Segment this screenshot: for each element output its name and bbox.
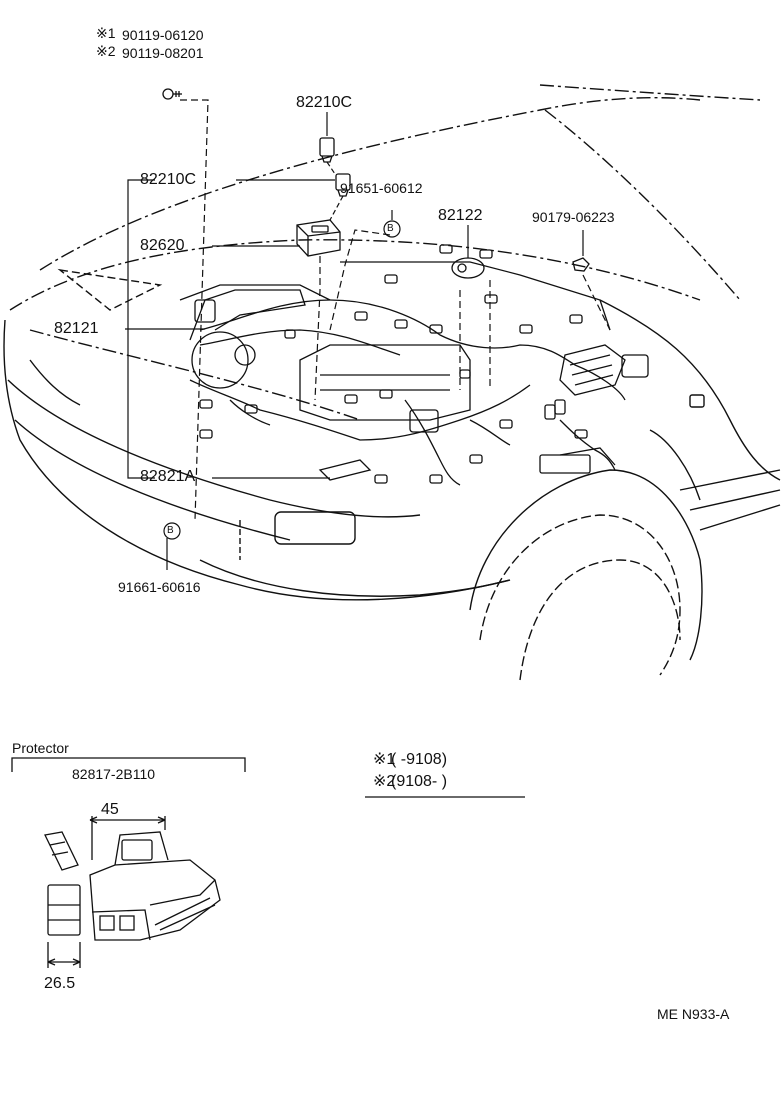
callout-90119-06120: 90119-06120 (122, 27, 204, 43)
protector-title: Protector (12, 740, 69, 756)
note1-mark: ※1 (96, 25, 116, 41)
applicability-row1-mark: ※1 (373, 751, 396, 768)
protector-width-dimension: 45 (101, 801, 119, 818)
callout-82121: 82121 (54, 320, 99, 337)
note2-mark: ※2 (96, 43, 116, 59)
car-body-outline (3, 84, 781, 681)
callout-90119-08201: 90119-08201 (122, 45, 204, 61)
protector-section (11, 757, 246, 968)
figure-code: ME N933-A (657, 1006, 730, 1022)
callout-82210c-top: 82210C (296, 94, 353, 111)
protector-height-dimension: 26.5 (44, 975, 76, 992)
callout-82821a: 82821A (140, 468, 196, 485)
bolt-marker-b-upper: B (387, 223, 394, 234)
bolt-marker-b-lower: B (167, 525, 174, 536)
leader-lines (125, 99, 611, 570)
callout-82122: 82122 (438, 207, 483, 224)
callout-90179-06223: 90179-06223 (532, 209, 615, 225)
applicability-row1-range: ( -9108) (391, 751, 448, 768)
callout-91651-60612: 91651-60612 (340, 180, 423, 196)
screw-icon (162, 88, 182, 100)
engine-and-harness (179, 244, 649, 486)
nut-icon (572, 257, 590, 272)
protector-part-number: 82817-2B110 (72, 766, 156, 782)
relay-block-icon (296, 219, 341, 257)
applicability-row2-range: (9108- ) (391, 773, 448, 790)
callout-82620: 82620 (140, 237, 185, 254)
callout-91661-60616: 91661-60616 (118, 579, 201, 595)
callout-82210c: 82210C (140, 171, 197, 188)
applicability-row2-mark: ※2 (373, 773, 396, 790)
